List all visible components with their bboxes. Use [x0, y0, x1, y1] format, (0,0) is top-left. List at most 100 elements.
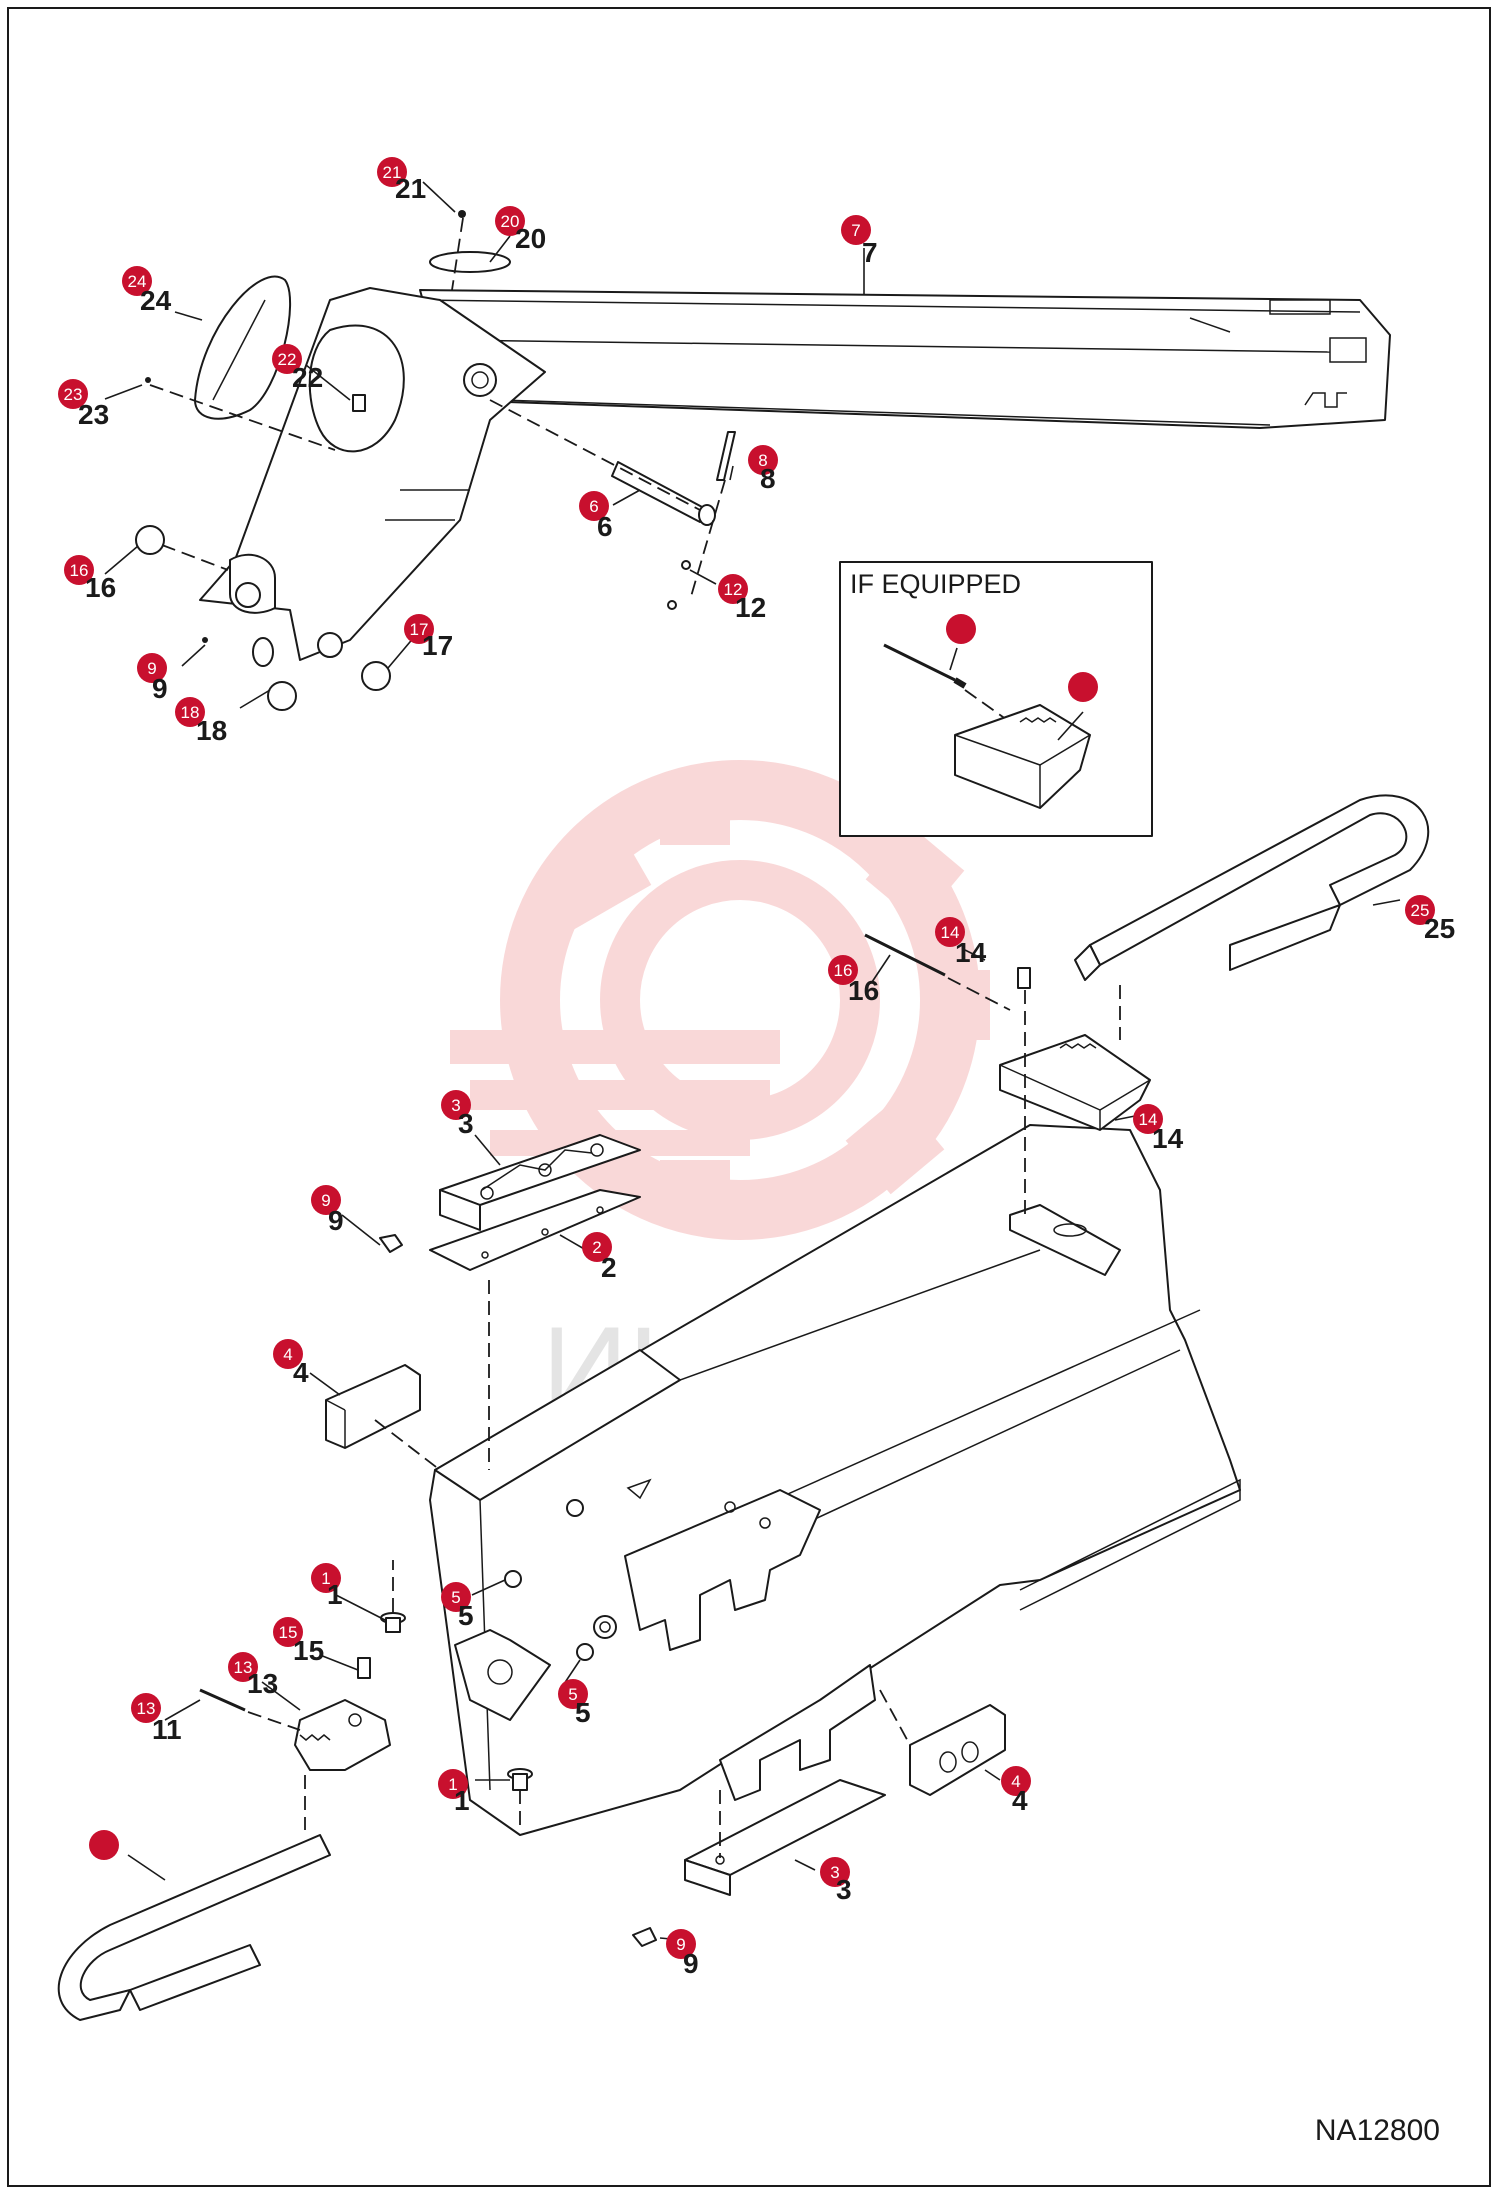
callout-18-dot: 21: [383, 163, 402, 182]
bolt-part-8: [716, 431, 736, 481]
drawing-number: NA12800: [1314, 2114, 1440, 2147]
callout-21-label: 24: [140, 285, 172, 316]
callout-15-label: 16: [848, 975, 879, 1006]
callout-10-dot: 12: [724, 580, 743, 599]
callout-9b: 9 9: [311, 1185, 344, 1236]
callout-14a: 14 14: [935, 917, 987, 968]
callout-4b-dot: 4: [1011, 1772, 1020, 1791]
callout-18-label: 21: [395, 173, 426, 204]
callout-4b-label: 4: [1012, 1785, 1028, 1816]
callout-17-dot: 20: [501, 212, 520, 231]
callout-1b-label: 1: [454, 1785, 470, 1816]
callout-17-label: 20: [515, 223, 546, 254]
callout-16a-dot: 16: [70, 561, 89, 580]
wear-pad-part-4-left: [325, 1364, 421, 1449]
callout-3b-dot: 3: [830, 1863, 839, 1882]
callout-4a-label: 4: [293, 1357, 309, 1388]
callout-22: 25 25: [1405, 895, 1455, 944]
callout-15-dot: 16: [834, 961, 853, 980]
callout-6: 6 6: [579, 491, 613, 542]
explode-line-pad4-right: [879, 1689, 911, 1746]
callout-18: 21 21: [377, 157, 426, 204]
inset-title: IF EQUIPPED: [850, 569, 1021, 599]
callout-9b-label: 9: [328, 1205, 344, 1236]
callout-16c-dot: 18: [181, 703, 200, 722]
callout-2: 2 2: [582, 1232, 617, 1283]
callout-15: 16 16: [828, 955, 879, 1006]
inset-if-equipped: IF EQUIPPED: [839, 561, 1153, 837]
callout-19-dot: 22: [278, 350, 297, 369]
callout-5b-label: 5: [575, 1697, 591, 1728]
callout-16a: 16 16: [64, 555, 116, 603]
callout-9a-label: 9: [152, 673, 168, 704]
callout-2-dot: 2: [592, 1238, 601, 1257]
callout-16b: 17 17: [404, 614, 453, 661]
wear-pad-part-3-top: [439, 1134, 641, 1231]
callout-5b: 5 5: [558, 1679, 591, 1728]
grease-fitting-part-9-top: [379, 1234, 403, 1253]
callout-19-label: 22: [292, 362, 323, 393]
washer-part-10a: [681, 560, 691, 570]
ring-part-17: [429, 251, 511, 273]
bolt-part-1-upper: [380, 1612, 406, 1633]
callout-1a: 1 1: [311, 1563, 343, 1610]
callout-16c: 18 18: [175, 697, 227, 746]
callout-14b-dot: 15: [279, 1623, 298, 1642]
explode-line-pad4: [374, 1419, 441, 1471]
pin-part-6: [611, 461, 716, 526]
boom-arm-part-7: [419, 289, 1391, 429]
callout-3a: 3 3: [441, 1090, 474, 1139]
callout-2-label: 2: [601, 1252, 617, 1283]
callout-9a: 9 9: [137, 653, 168, 704]
wear-block-part-12: [294, 1657, 391, 1771]
drawing-border: [7, 7, 1491, 2187]
wear-pad-part-3-bottom: [684, 1779, 886, 1896]
callout-3b-label: 3: [836, 1874, 852, 1905]
explode-line-rod15: [947, 977, 1011, 1011]
shim-part-2: [429, 1189, 641, 1271]
callout-20-label: 23: [78, 399, 109, 430]
callout-4b: 4 4: [1001, 1766, 1031, 1816]
callout-13: 14 14: [1133, 1104, 1184, 1154]
callout-20-dot: 23: [64, 385, 83, 404]
callout-5a-dot: 5: [451, 1588, 460, 1607]
callout-9a-dot: 9: [147, 659, 156, 678]
callout-4a-dot: 4: [283, 1345, 292, 1364]
wear-block-part-13: [999, 967, 1151, 1131]
callout-12: 13 13: [228, 1652, 278, 1699]
callout-9b-dot: 9: [321, 1191, 330, 1210]
callout-8: 8 8: [748, 445, 778, 494]
callout-1a-dot: 1: [321, 1569, 330, 1588]
callout-17: 20 20: [495, 206, 546, 254]
callout-16b-label: 17: [422, 630, 453, 661]
callout-11: 13 11: [131, 1693, 182, 1745]
leader-lines: [104, 181, 1401, 1941]
callout-8-label: 8: [760, 463, 776, 494]
callout-11-dot: 13: [137, 1699, 156, 1718]
callout-22-label: 25: [1424, 913, 1455, 944]
watermark-logo: [450, 760, 990, 1240]
callout-7-dot: 7: [851, 221, 860, 240]
bolt-part-1-lower: [507, 1768, 533, 1791]
callout-25: [946, 614, 976, 644]
main-boom-box: [429, 1124, 1241, 1836]
callout-7: 7 7: [841, 215, 878, 268]
callout-23: [89, 1830, 119, 1860]
callout-1a-label: 1: [327, 1579, 343, 1610]
rod-part-11: [199, 1688, 246, 1712]
callout-9c-dot: 9: [676, 1935, 685, 1954]
callout-16c-label: 18: [196, 715, 227, 746]
callout-14b-label: 15: [293, 1635, 324, 1666]
callout-16b-dot: 17: [410, 620, 429, 639]
callout-21: 24 24: [122, 266, 172, 316]
callout-10: 12 12: [718, 574, 766, 623]
explode-lines-top: [149, 217, 726, 601]
screw-part-20: [145, 377, 151, 383]
callout-3a-label: 3: [458, 1108, 474, 1139]
callout-14a-dot: 14: [941, 923, 960, 942]
chain-part-23: [57, 1834, 331, 2021]
bushing-part-16: [135, 525, 391, 711]
slide-pad-seam: [212, 299, 266, 401]
